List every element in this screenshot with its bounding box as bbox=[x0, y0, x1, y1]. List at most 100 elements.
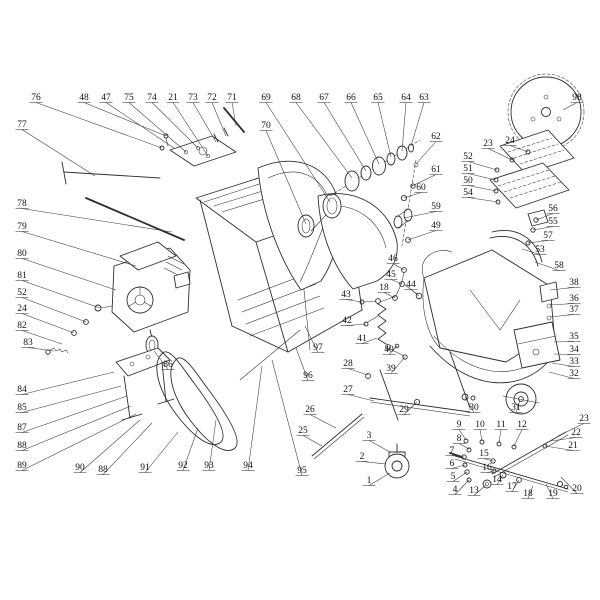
callout-79: 79 bbox=[15, 222, 137, 267]
callout-85: 85 bbox=[15, 385, 122, 413]
callout-71: 71 bbox=[225, 93, 239, 127]
callout-5: 5 bbox=[446, 471, 468, 482]
callout-41: 41 bbox=[355, 334, 378, 344]
callout-10: 10 bbox=[473, 420, 487, 442]
top-plate bbox=[159, 107, 245, 167]
callout-number-52: 52 bbox=[17, 288, 27, 298]
callout-84: 84 bbox=[15, 371, 115, 395]
callout-number-83: 83 bbox=[23, 338, 33, 348]
callout-70: 70 bbox=[259, 121, 307, 225]
callout-83: 83 bbox=[21, 338, 55, 352]
callout-number-20: 20 bbox=[572, 484, 582, 494]
callout-number-21: 21 bbox=[168, 93, 178, 103]
callout-11: 11 bbox=[494, 420, 508, 444]
callout-number-82: 82 bbox=[17, 321, 27, 331]
callout-number-65: 65 bbox=[373, 93, 383, 103]
callout-number-52: 52 bbox=[463, 152, 473, 162]
callout-number-59: 59 bbox=[431, 202, 441, 212]
callout-number-7: 7 bbox=[450, 446, 455, 456]
callout-67: 67 bbox=[317, 93, 367, 172]
callout-34: 34 bbox=[553, 345, 581, 355]
callout-74: 74 bbox=[145, 93, 199, 149]
callout-number-93: 93 bbox=[204, 461, 214, 471]
callout-number-5: 5 bbox=[451, 472, 456, 482]
callout-number-76: 76 bbox=[31, 93, 41, 103]
callout-91: 91 bbox=[138, 431, 179, 473]
callout-76: 76 bbox=[29, 93, 163, 149]
callout-23: 23 bbox=[481, 139, 513, 161]
callout-number-37: 37 bbox=[569, 305, 579, 315]
callout-number-4: 4 bbox=[453, 485, 458, 495]
arbor-washer-set bbox=[329, 139, 421, 197]
callout-1: 1 bbox=[362, 472, 391, 486]
callout-25: 25 bbox=[296, 426, 323, 447]
callout-16: 16 bbox=[480, 463, 495, 473]
callout-number-58: 58 bbox=[554, 261, 564, 271]
handle-tube bbox=[489, 209, 549, 267]
callout-number-62: 62 bbox=[431, 132, 441, 142]
callout-87: 87 bbox=[15, 395, 128, 433]
main-frame bbox=[195, 167, 363, 381]
callout-number-84: 84 bbox=[17, 385, 27, 395]
callout-number-45: 45 bbox=[386, 270, 396, 280]
callout-number-63: 63 bbox=[419, 93, 429, 103]
callout-number-94: 94 bbox=[243, 461, 253, 471]
callout-64: 64 bbox=[399, 93, 413, 152]
callout-number-54: 54 bbox=[463, 188, 473, 198]
callout-68: 68 bbox=[289, 93, 353, 179]
callout-8: 8 bbox=[452, 434, 470, 450]
handle-rods bbox=[61, 161, 185, 241]
callout-90: 90 bbox=[73, 419, 141, 473]
callout-62: 62 bbox=[415, 132, 443, 165]
callout-56: 56 bbox=[535, 204, 560, 221]
callout-number-86: 86 bbox=[163, 360, 173, 370]
callout-58: 58 bbox=[534, 261, 566, 271]
callout-number-24: 24 bbox=[505, 136, 515, 146]
callout-42: 42 bbox=[340, 316, 367, 326]
callout-65: 65 bbox=[371, 93, 392, 158]
v-belts bbox=[156, 351, 238, 451]
callout-number-19: 19 bbox=[548, 489, 558, 499]
engine-mount-bracket bbox=[115, 347, 175, 421]
callout-number-51: 51 bbox=[463, 164, 473, 174]
callout-number-49: 49 bbox=[431, 221, 441, 231]
callout-number-38: 38 bbox=[569, 278, 579, 288]
callout-95: 95 bbox=[271, 359, 309, 476]
callout-number-60: 60 bbox=[416, 183, 426, 193]
callout-17: 17 bbox=[505, 479, 520, 492]
callout-number-97: 97 bbox=[313, 343, 323, 353]
callout-number-28: 28 bbox=[343, 359, 353, 369]
callout-88: 88 bbox=[96, 422, 153, 475]
callout-55: 55 bbox=[532, 217, 560, 231]
callout-3: 3 bbox=[362, 431, 391, 453]
callout-66: 66 bbox=[344, 93, 380, 165]
callout-30: 30 bbox=[464, 396, 481, 413]
callout-4: 4 bbox=[448, 479, 470, 495]
callout-18: 18 bbox=[377, 283, 396, 299]
latch-box bbox=[513, 281, 561, 369]
callout-33: 33 bbox=[551, 357, 581, 367]
callout-2: 2 bbox=[355, 452, 387, 465]
callout-48: 48 bbox=[77, 93, 167, 137]
rear-stand bbox=[365, 351, 471, 421]
callout-40: 40 bbox=[382, 345, 398, 355]
blade-guard bbox=[317, 193, 398, 290]
callout-93: 93 bbox=[202, 419, 217, 471]
callout-number-47: 47 bbox=[101, 93, 111, 103]
callout-number-61: 61 bbox=[431, 165, 441, 175]
callout-number-88: 88 bbox=[17, 441, 27, 451]
arbor-fasteners bbox=[393, 159, 417, 247]
callout-number-78: 78 bbox=[17, 199, 27, 209]
callout-45: 45 bbox=[384, 270, 403, 285]
callout-number-48: 48 bbox=[79, 93, 89, 103]
callout-69: 69 bbox=[259, 93, 331, 203]
callout-21: 21 bbox=[544, 441, 580, 451]
callout-number-57: 57 bbox=[543, 231, 553, 241]
callout-39: 39 bbox=[384, 356, 406, 374]
callout-number-34: 34 bbox=[569, 345, 579, 355]
callout-18: 18 bbox=[521, 485, 535, 499]
callout-number-79: 79 bbox=[17, 222, 27, 232]
callout-number-17: 17 bbox=[507, 482, 517, 492]
callout-number-36: 36 bbox=[569, 294, 579, 304]
callout-36: 36 bbox=[549, 294, 581, 306]
